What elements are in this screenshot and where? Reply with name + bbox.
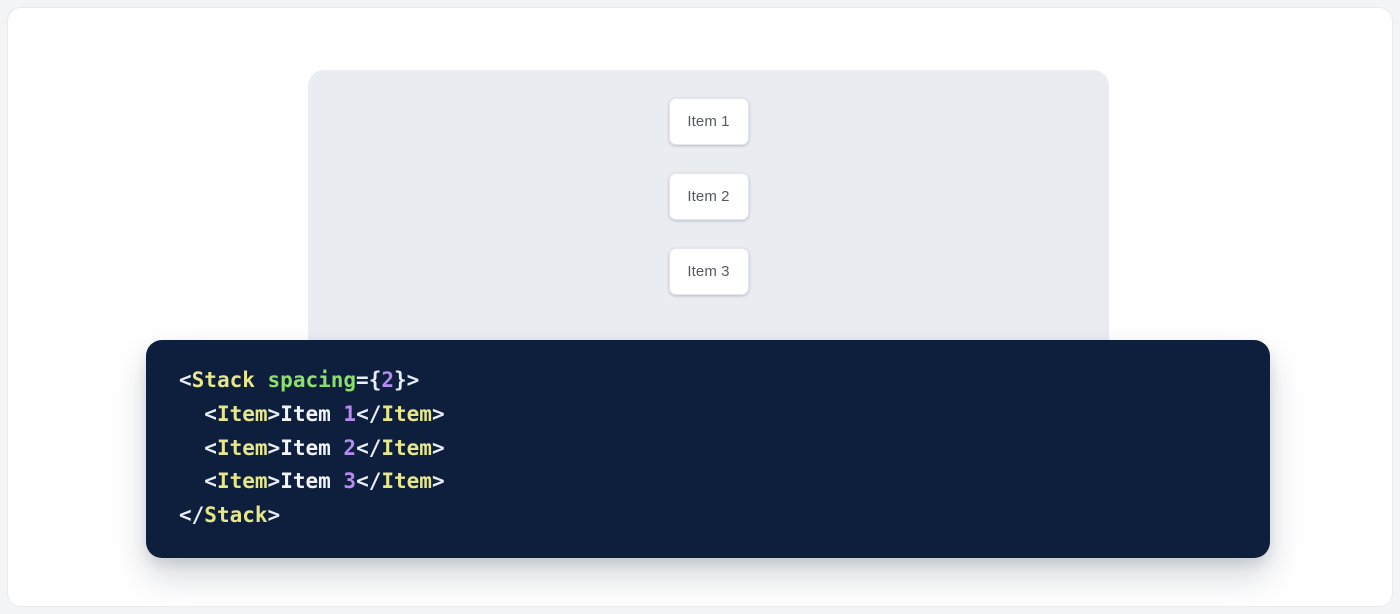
code-token-punct: > bbox=[431, 469, 445, 494]
code-token-punct: > bbox=[267, 469, 281, 494]
code-line: <Stack spacing={2}> bbox=[179, 364, 1270, 398]
code-token-punct: ={ bbox=[356, 368, 382, 392]
code-token-tag: Stack bbox=[191, 368, 255, 392]
code-token-text: Item bbox=[280, 401, 344, 426]
code-token-num: 2 bbox=[381, 368, 394, 392]
code-token-punct: > bbox=[267, 503, 281, 528]
code-token-punct: > bbox=[267, 401, 281, 426]
code-token-tag: Item bbox=[381, 401, 432, 426]
code-token-punct: </ bbox=[356, 469, 382, 494]
stack-item-label: Item 2 bbox=[687, 188, 730, 205]
stack-item-label: Item 1 bbox=[687, 113, 730, 130]
code-token-tag: Item bbox=[216, 469, 268, 494]
code-token-tag: Item bbox=[381, 435, 432, 460]
stack-container: Item 1 Item 2 Item 3 bbox=[308, 70, 1109, 295]
stack-item[interactable]: Item 1 bbox=[668, 98, 749, 145]
stack-item[interactable]: Item 3 bbox=[668, 248, 749, 295]
code-token-num: 1 bbox=[343, 401, 357, 426]
stack-item[interactable]: Item 2 bbox=[668, 173, 749, 220]
code-token-tag: Item bbox=[216, 435, 268, 460]
code-line: <Item>Item 2</Item> bbox=[179, 432, 1270, 466]
code-token-punct: </ bbox=[356, 401, 382, 426]
stack-item-label: Item 3 bbox=[687, 263, 730, 280]
code-token-punct: > bbox=[431, 435, 445, 460]
code-token-punct: < bbox=[204, 435, 217, 460]
code-token-punct: > bbox=[267, 435, 281, 460]
code-token-num: 2 bbox=[343, 435, 357, 460]
code-token-text: Item bbox=[280, 469, 344, 494]
component-preview-panel: Item 1 Item 2 Item 3 bbox=[308, 70, 1109, 342]
code-token-tag: Item bbox=[381, 469, 432, 494]
code-token-punct: </ bbox=[356, 435, 382, 460]
code-token-punct: < bbox=[204, 401, 217, 426]
code-token-text: Item bbox=[280, 435, 344, 460]
code-token-tag: Item bbox=[216, 401, 268, 426]
code-token-punct: }> bbox=[394, 368, 420, 392]
code-token-num: 3 bbox=[343, 469, 357, 494]
code-token-text bbox=[255, 368, 268, 392]
code-token-punct: < bbox=[179, 368, 192, 392]
code-line: <Item>Item 1</Item> bbox=[179, 398, 1270, 432]
code-token-attr: spacing bbox=[267, 368, 357, 392]
code-token-tag: Stack bbox=[204, 503, 268, 528]
code-line: </Stack> bbox=[179, 499, 1270, 533]
code-line: <Item>Item 3</Item> bbox=[179, 465, 1270, 499]
code-token-punct: > bbox=[431, 401, 445, 426]
code-token-punct: </ bbox=[179, 503, 205, 528]
code-snippet-text: <Stack spacing={2}> <Item>Item 1</Item> … bbox=[179, 364, 1270, 533]
code-snippet-block[interactable]: <Stack spacing={2}> <Item>Item 1</Item> … bbox=[146, 340, 1270, 558]
code-token-punct: < bbox=[204, 469, 217, 494]
